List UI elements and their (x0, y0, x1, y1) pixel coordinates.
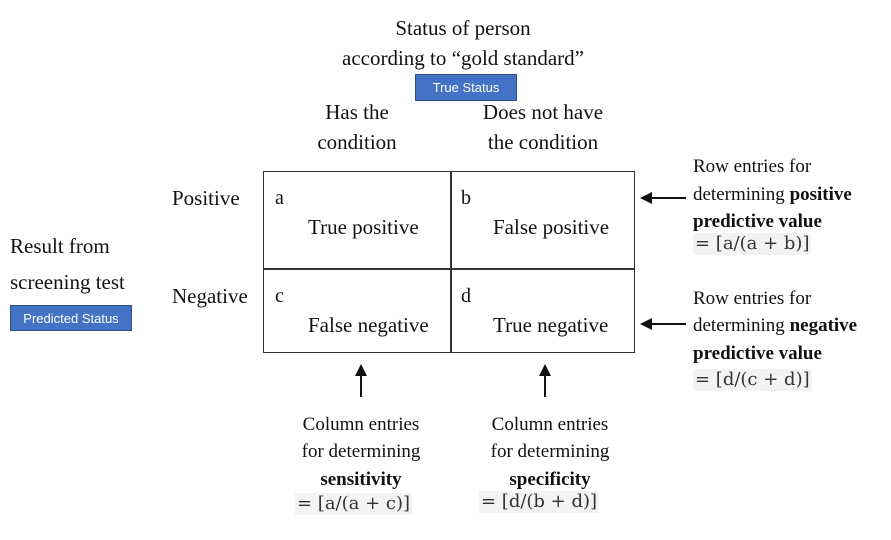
npv-note-prefix: determining (693, 315, 790, 336)
sensitivity-note-line1: Column entries (302, 414, 420, 435)
ppv-note-line3: predictive value (693, 211, 822, 232)
predicted-status-badge: Predicted Status (10, 305, 132, 331)
cell-c-label: False negative (308, 313, 429, 337)
column-header-no-condition-line2: the condition (487, 130, 599, 154)
sensitivity-formula: = [a/(a + c)] (295, 493, 413, 515)
npv-note-emphasis: negative (789, 315, 858, 336)
row-label-negative: Negative (172, 284, 248, 308)
ppv-note-line1: Row entries for (693, 156, 812, 177)
table-divider-vertical (450, 171, 452, 353)
cell-d-letter: d (461, 285, 471, 307)
column-header-no-condition-line1: Does not have (482, 100, 604, 124)
npv-note-line2: determining negative (693, 316, 857, 335)
cell-d-label: True negative (493, 313, 609, 337)
ppv-formula: = [a/(a + b)] (693, 233, 812, 255)
ppv-note-line2: determining positive (693, 185, 852, 204)
specificity-formula: = [d/(b + d)] (479, 491, 600, 513)
sensitivity-arrow-head (355, 364, 367, 376)
ppv-note-emphasis: positive (789, 184, 852, 205)
cell-c-letter: c (275, 285, 284, 307)
column-header-has-condition-line2: condition (317, 130, 397, 154)
specificity-arrow-head (539, 364, 551, 376)
row-label-positive: Positive (172, 186, 240, 210)
npv-formula: = [d/(c + d)] (693, 369, 812, 391)
ppv-arrow-head (640, 192, 652, 204)
ppv-note-prefix: determining (693, 184, 790, 205)
header-title-line2: according to “gold standard” (342, 46, 584, 70)
header-title-line1: Status of person (395, 16, 531, 40)
column-header-has-condition-line1: Has the (325, 100, 389, 124)
true-status-badge: True Status (415, 74, 517, 101)
cell-a-letter: a (275, 187, 284, 209)
sensitivity-note-line2: for determining (301, 441, 421, 462)
contingency-table (263, 171, 635, 353)
npv-note-line3: predictive value (693, 343, 822, 364)
npv-note-line1: Row entries for (693, 288, 812, 309)
cell-b-label: False positive (493, 215, 610, 239)
specificity-note-line1: Column entries (491, 414, 609, 435)
specificity-note-line2: for determining (490, 441, 610, 462)
side-label-line1: Result from (10, 234, 110, 258)
table-divider-horizontal (263, 268, 635, 270)
npv-arrow-head (640, 318, 652, 330)
cell-a-label: True positive (308, 215, 419, 239)
sensitivity-note-line3: sensitivity (320, 469, 402, 490)
specificity-note-line3: specificity (509, 469, 591, 490)
cell-b-letter: b (461, 187, 471, 209)
side-label-line2: screening test (10, 270, 125, 294)
